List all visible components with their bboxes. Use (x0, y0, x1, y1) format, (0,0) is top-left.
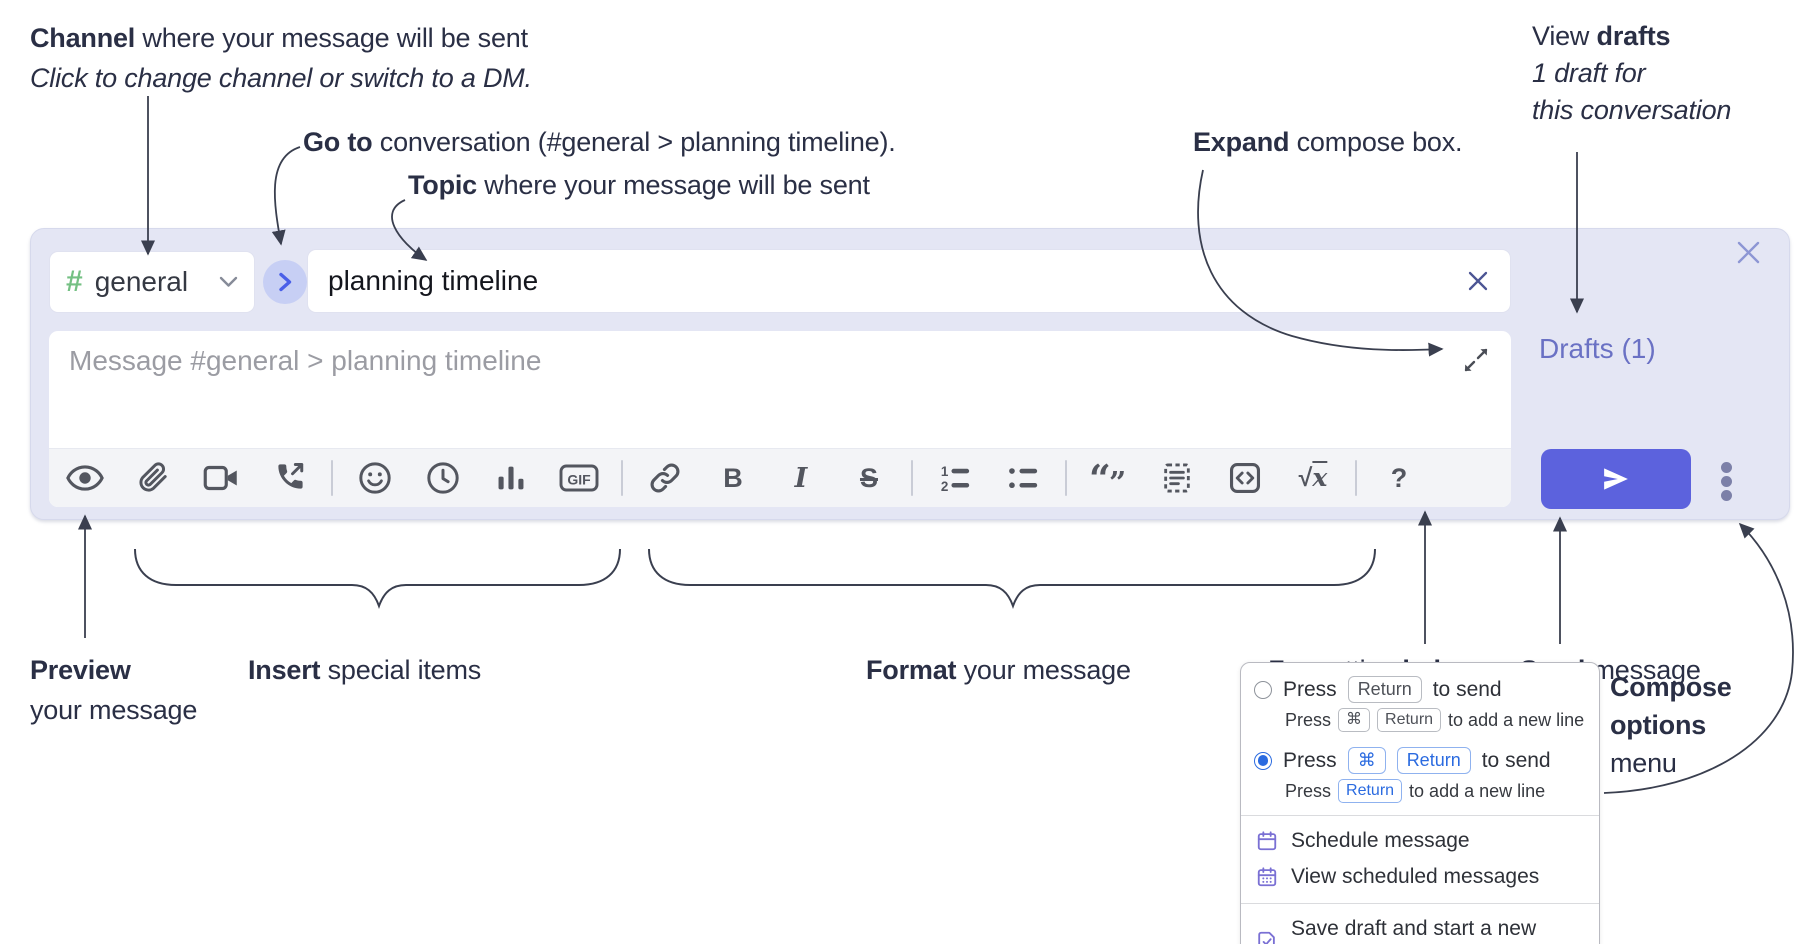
annotation-goto: Go to conversation (#general > planning … (303, 127, 896, 157)
expand-compose-icon[interactable] (1461, 345, 1491, 380)
toolbar-divider (911, 460, 913, 496)
option-enter-to-send-hint: Press ⌘ Return to add a new line (1241, 703, 1599, 732)
code-icon[interactable] (1211, 449, 1279, 507)
annotation-topic: Topic where your message will be sent (408, 170, 870, 200)
return-key: Return (1377, 708, 1442, 732)
return-key: Return (1347, 676, 1422, 703)
topic-value: planning timeline (328, 265, 539, 296)
menu-divider (1241, 903, 1599, 904)
formatting-help-icon[interactable]: ? (1390, 462, 1408, 493)
gif-icon[interactable]: GIF (545, 449, 613, 507)
math-icon[interactable]: √x (1298, 463, 1328, 492)
topic-input[interactable]: planning timeline (307, 249, 1511, 313)
radio-unselected[interactable] (1254, 680, 1272, 699)
message-placeholder: Message #general > planning timeline (69, 345, 542, 376)
italic-icon[interactable]: I (794, 462, 808, 494)
poll-icon[interactable] (477, 449, 545, 507)
insert-brace (134, 548, 621, 609)
chevron-right-icon (278, 272, 291, 292)
return-key: Return (1338, 779, 1403, 803)
toolbar-divider (331, 460, 333, 496)
annotation-channel: Channel where your message will be sent … (30, 23, 532, 93)
menu-item-save-draft[interactable]: Save draft and start a new message (1241, 911, 1599, 944)
ellipsis-icon (1720, 461, 1732, 473)
send-icon (1604, 468, 1628, 490)
svg-text:GIF: GIF (567, 472, 591, 488)
return-key: Return (1396, 747, 1471, 774)
link-icon[interactable] (631, 449, 699, 507)
menu-item-view-scheduled-messages[interactable]: View scheduled messages (1241, 859, 1599, 895)
compose-options-menu: Press Return to send Press ⌘ Return to a… (1240, 662, 1600, 944)
emoji-icon[interactable] (341, 449, 409, 507)
annotation-format: Format your message (866, 655, 1131, 685)
format-brace (648, 548, 1376, 609)
compose-options-button[interactable] (1709, 453, 1743, 509)
preview-eye-icon[interactable] (51, 449, 119, 507)
cmd-key: ⌘ (1347, 747, 1386, 774)
channel-name: general (94, 266, 189, 297)
annotation-preview: Preview your message (30, 655, 198, 725)
channel-selector[interactable]: # general (49, 251, 255, 313)
close-compose-icon[interactable] (1731, 235, 1765, 269)
draft-save-icon (1256, 930, 1278, 944)
clear-topic-icon[interactable] (1466, 269, 1490, 293)
cmd-key: ⌘ (1338, 708, 1371, 732)
drafts-link[interactable]: Drafts (1) (1539, 333, 1656, 364)
bold-icon[interactable]: B (723, 462, 743, 493)
option-cmd-enter-to-send[interactable]: Press ⌘ Return to send (1241, 745, 1599, 774)
toolbar-divider (621, 460, 623, 496)
radio-selected[interactable] (1254, 751, 1272, 770)
audio-call-icon[interactable] (255, 449, 323, 507)
svg-text:2: 2 (941, 479, 948, 494)
menu-item-schedule-message[interactable]: Schedule message (1241, 823, 1599, 859)
annotation-expand: Expand compose box. (1193, 127, 1463, 157)
toolbar-divider (1065, 460, 1067, 496)
bulleted-list-icon[interactable] (989, 449, 1057, 507)
go-to-conversation-button[interactable] (263, 260, 307, 304)
svg-text:1: 1 (941, 464, 949, 479)
calendar-icon (1256, 830, 1278, 852)
option-enter-to-send[interactable]: Press Return to send (1241, 674, 1599, 703)
option-cmd-enter-to-send-hint: Press Return to add a new line (1241, 774, 1599, 803)
calendar-days-icon (1256, 866, 1278, 888)
quote-icon[interactable]: “” (1089, 456, 1127, 501)
compose-box: # general planning timeline Message #gen… (30, 228, 1790, 520)
message-box[interactable]: Message #general > planning timeline (49, 331, 1511, 507)
chevron-down-icon (219, 276, 238, 287)
video-call-icon[interactable] (187, 449, 255, 507)
strikethrough-icon[interactable]: S (859, 462, 878, 493)
global-time-icon[interactable] (409, 449, 477, 507)
annotation-view-drafts: View drafts 1 draft for this conversatio… (1532, 21, 1732, 125)
attach-file-icon[interactable] (119, 449, 187, 507)
menu-divider (1241, 815, 1599, 816)
channel-hash-icon: # (66, 265, 83, 298)
annotation-compose-options: Compose options menu (1610, 672, 1732, 778)
toolbar-divider (1355, 460, 1357, 496)
send-button[interactable] (1541, 449, 1691, 509)
annotation-insert: Insert special items (248, 655, 482, 685)
spoiler-icon[interactable] (1143, 449, 1211, 507)
